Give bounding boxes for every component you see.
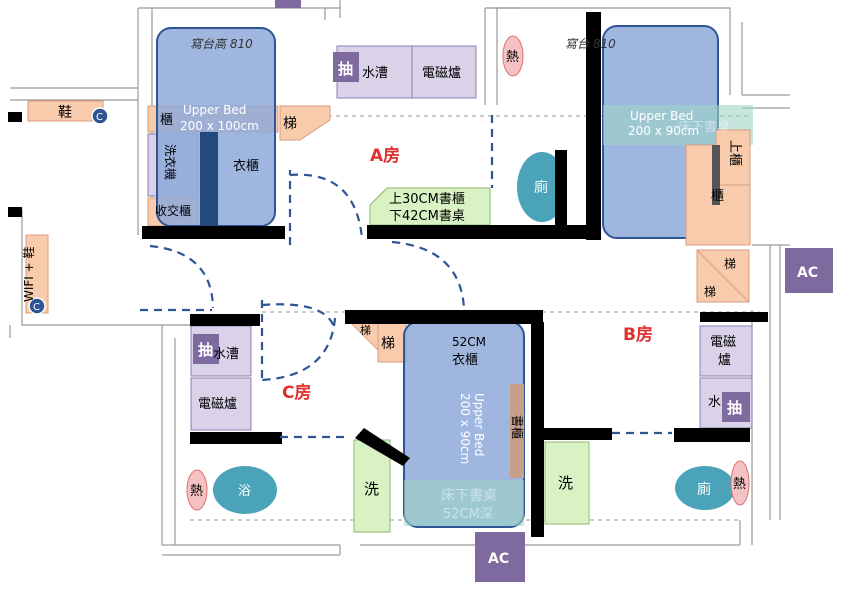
storage-label: 收交櫃 [155, 203, 191, 218]
shoe-label-top: 鞋 [58, 105, 72, 121]
bed-c-bottom2: 52CM深 [443, 507, 493, 522]
bed-c-bottom: 床下書桌 [441, 488, 497, 504]
bed-c-top2: 衣櫃 [452, 352, 478, 368]
upper-cabinet-label-b: 上櫃 [727, 140, 742, 166]
handwriting-a: 寫台高 810 [190, 37, 253, 51]
outlet-icon [28, 297, 46, 315]
bath-label-c: 浴 [238, 484, 251, 499]
wash-c [353, 439, 391, 533]
door-swings [140, 115, 672, 439]
water-label-b: 水 [708, 395, 721, 410]
cabinet-label-b: 櫃 [711, 189, 724, 204]
desk-label-2: 下42CM書桌 [389, 209, 465, 224]
desk-label-1: 上30CM書櫃 [389, 192, 465, 207]
bed-b-overlay: 床下書桌 [678, 120, 730, 135]
bath-c [213, 466, 277, 514]
cabinet-b-dark [712, 145, 720, 205]
ac-label-right: AC [797, 265, 818, 281]
bed-a-size: 200 x 100cm [180, 119, 259, 133]
handwriting-b: 寫台 810 [565, 37, 616, 51]
bed-b-size: 200 x 90cm [628, 124, 699, 138]
desk-c-overlay [404, 480, 524, 526]
ladder-label-c2: 梯 [360, 324, 371, 337]
wash-b [544, 441, 590, 525]
fan-label-c: 抽 [198, 341, 213, 359]
sink-label-c: 水漕 [213, 347, 239, 362]
wash-label-c: 洗 [364, 480, 379, 498]
ladder-a [279, 105, 331, 141]
stove-c [190, 377, 252, 431]
ladder-label-a: 梯 [283, 116, 297, 132]
wardrobe-a [200, 132, 218, 226]
wash-label-b: 洗 [558, 474, 573, 492]
ac-unit-right [785, 248, 833, 293]
bed-b-label: Upper Bed [630, 109, 693, 123]
heater-a [502, 35, 524, 77]
stove-label-b2: 爐 [718, 353, 731, 368]
toilet-a [517, 152, 567, 222]
stove-a [411, 45, 477, 99]
ladder-label-c: 梯 [381, 336, 395, 352]
outlet-label: C [96, 112, 103, 123]
heater-label-a: 熱 [506, 50, 519, 65]
ladder-label-b2: 梯 [724, 257, 736, 271]
stove-label-a: 電磁爐 [422, 66, 461, 81]
toilet-label-a: 廁 [534, 179, 548, 196]
heater-c [186, 469, 208, 511]
washer-label: 洗衣機 [163, 144, 178, 180]
ladder-b-line [696, 249, 750, 303]
fan-b [722, 392, 750, 422]
book-cabinet-label-c: 書櫃 [510, 415, 524, 439]
outlet-icon [91, 107, 109, 125]
heater-label-c: 熱 [190, 484, 203, 499]
stove-b [699, 325, 753, 377]
bed-c-size: 200 x 90cm [458, 393, 472, 464]
book-cabinet-c [510, 384, 524, 478]
toilet-b [675, 466, 735, 510]
ac-label-bottom: AC [488, 551, 509, 567]
outlet-label: C [33, 302, 40, 313]
room-c-label: C房 [282, 382, 311, 403]
walls [8, 12, 768, 537]
fan-c [193, 334, 219, 364]
bed-c-label: Upper Bed [472, 393, 486, 456]
heater-b [730, 460, 750, 506]
cabinet-label-a: 櫃 [160, 113, 173, 128]
bed-c-top: 52CM [452, 335, 486, 349]
stove-label-b1: 電磁 [710, 335, 736, 350]
fan-label-a: 抽 [338, 60, 353, 78]
fan-label-b: 抽 [727, 399, 742, 417]
fan-a [333, 52, 359, 82]
room-a-label: A房 [370, 145, 400, 166]
sink-label-a: 水漕 [362, 66, 388, 81]
ladder-label-b: 梯 [704, 285, 716, 299]
toilet-label-b: 廁 [697, 481, 711, 498]
wardrobe-label-a: 衣櫃 [233, 158, 259, 174]
stove-label-c: 電磁爐 [198, 397, 237, 412]
ac-unit-bottom [475, 532, 525, 582]
top-purple-block [275, 0, 301, 8]
bed-a-label: Upper Bed [183, 103, 246, 117]
heater-label-b: 熱 [733, 477, 746, 492]
wifi-shoe-label: WIFI + 鞋 [21, 246, 36, 302]
room-b-label: B房 [623, 324, 653, 345]
